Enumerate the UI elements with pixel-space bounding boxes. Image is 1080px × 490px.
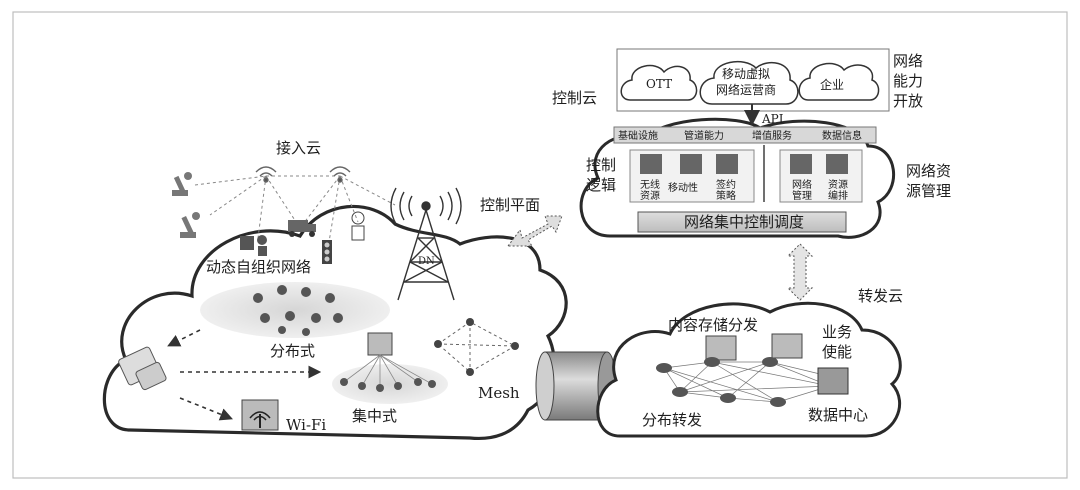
dynamic-network-label: 动态自组织网络 xyxy=(206,258,311,276)
resource-line2: 源管理 xyxy=(906,182,951,200)
centralized-zone xyxy=(332,364,448,404)
scheduler-label: 网络集中控制调度 xyxy=(684,213,804,231)
network-management-icon xyxy=(790,154,812,174)
mobility-icon xyxy=(680,154,702,174)
module-2-line1: 签约 xyxy=(716,178,736,191)
open-line3: 开放 xyxy=(893,92,923,110)
open-line1: 网络 xyxy=(893,52,923,70)
module-2-line2: 策略 xyxy=(716,189,736,202)
mvno-line2: 网络运营商 xyxy=(716,82,776,97)
business-line2: 使能 xyxy=(822,343,852,361)
datacenter-icon xyxy=(817,367,849,395)
terminal-arrows xyxy=(167,329,322,421)
capability-bar xyxy=(613,126,877,144)
access-cloud-title: 接入云 xyxy=(276,139,321,157)
wifi-label: Wi-Fi xyxy=(286,416,326,434)
ott-cloud xyxy=(620,64,698,101)
mobile-phone-icon xyxy=(118,346,167,391)
business-server-icon xyxy=(771,333,803,359)
control-cloud-title: 控制云 xyxy=(552,89,597,107)
module-4-line1: 资源 xyxy=(828,178,848,191)
cell-tower-icon xyxy=(390,187,462,301)
control-plane-label: 控制平面 xyxy=(480,196,540,214)
module-4-line2: 编排 xyxy=(828,189,848,202)
ott-label: OTT xyxy=(646,77,672,91)
subscription-policy-icon xyxy=(716,154,738,174)
forwarding-routers xyxy=(656,357,838,407)
capability-0: 基础设施 xyxy=(618,129,658,142)
centralized-nodes xyxy=(340,378,436,392)
distributed-label: 分布式 xyxy=(270,342,315,360)
module-3-line1: 网络 xyxy=(792,178,812,191)
enterprise-cloud xyxy=(798,62,880,101)
control-forward-arrow xyxy=(786,243,814,301)
mesh-label: Mesh xyxy=(478,384,520,402)
enterprise-label: 企业 xyxy=(820,77,844,92)
control-plane-arrow xyxy=(507,215,563,247)
scheduler-bar xyxy=(637,211,847,233)
module-0-line2: 资源 xyxy=(640,189,660,202)
iot-device-icons xyxy=(240,211,365,264)
api-label: API xyxy=(761,112,784,126)
centralized-label: 集中式 xyxy=(352,407,397,425)
access-links xyxy=(194,175,396,249)
module-1-line1: 移动性 xyxy=(668,181,698,194)
distributed-zone xyxy=(200,282,390,338)
mvno-line1: 移动虚拟 xyxy=(722,67,770,81)
capability-2: 增值服务 xyxy=(752,129,792,142)
robot-arm-icon xyxy=(172,172,200,238)
datacenter-label: 数据中心 xyxy=(808,406,868,424)
module-3-line2: 管理 xyxy=(792,189,812,202)
forward-cloud-title: 转发云 xyxy=(858,287,903,305)
mesh-network xyxy=(434,318,519,376)
central-links xyxy=(343,354,433,388)
open-line2: 能力 xyxy=(893,72,923,90)
storage-server-icon xyxy=(705,335,737,361)
capability-1: 管道能力 xyxy=(684,129,724,142)
logic-line2: 逻辑 xyxy=(586,176,616,194)
capability-3: 数据信息 xyxy=(822,129,862,142)
wifi-ap-icon xyxy=(241,399,279,431)
module-0-line1: 无线 xyxy=(640,178,660,191)
resource-orchestration-icon xyxy=(826,154,848,174)
distributed-forwarding-label: 分布转发 xyxy=(642,411,702,429)
logic-line1: 控制 xyxy=(586,156,616,174)
storage-label: 内容存储分发 xyxy=(668,316,758,334)
tower-label: DN xyxy=(418,256,435,267)
central-controller-icon xyxy=(367,332,393,356)
business-line1: 业务 xyxy=(822,323,852,341)
resource-line1: 网络资 xyxy=(906,162,951,180)
outer-frame xyxy=(12,11,1068,479)
relay-icon xyxy=(255,166,351,183)
mvno-cloud xyxy=(699,60,799,105)
wireless-resource-icon xyxy=(640,154,662,174)
distributed-nodes xyxy=(253,285,343,336)
